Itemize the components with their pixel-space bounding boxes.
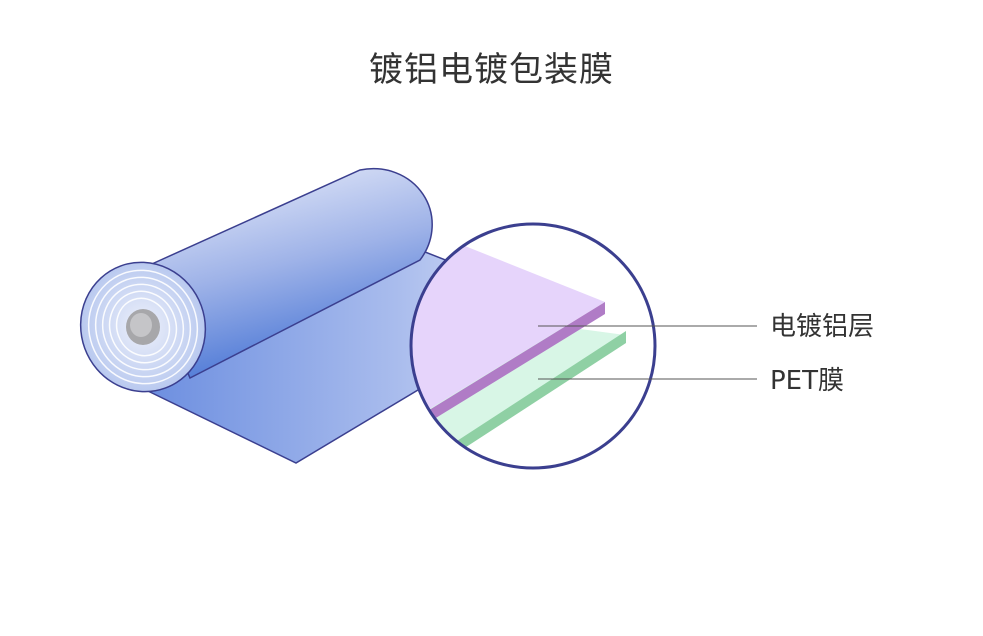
label-pet-film: PET膜	[770, 366, 844, 396]
roll-end-cap	[79, 261, 207, 393]
roll-body	[142, 167, 433, 380]
aluminum-layer	[411, 224, 605, 427]
magnifier-circle	[409, 222, 657, 470]
diagram-title: 镀铝电镀包装膜	[369, 50, 614, 90]
label-aluminum-layer: 电镀铝层	[770, 312, 875, 342]
